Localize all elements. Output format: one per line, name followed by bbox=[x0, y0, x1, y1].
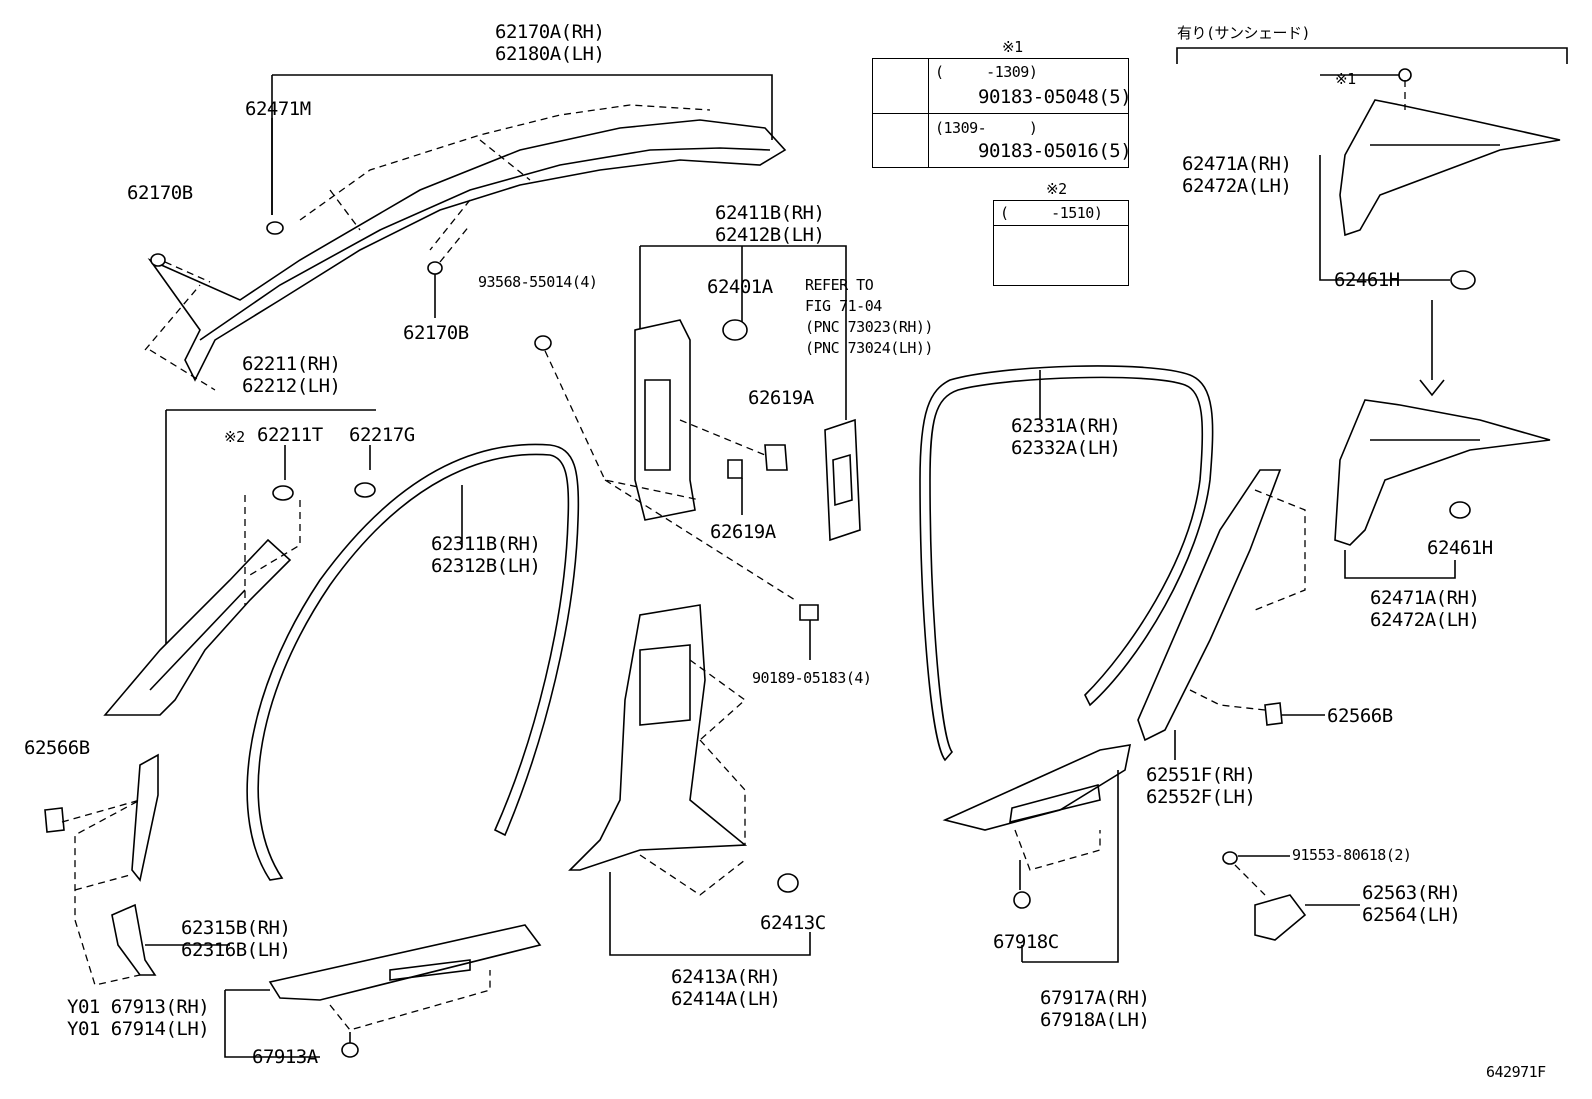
label-refer-2: FIG 71-04 bbox=[805, 297, 882, 315]
label-62413C: 62413C bbox=[760, 912, 826, 934]
label-62619A-b: 62619A bbox=[710, 521, 776, 543]
label-62461H-a: 62461H bbox=[1334, 269, 1400, 291]
label-bracket-lh: 62564(LH) bbox=[1362, 904, 1461, 926]
bracket bbox=[1222, 851, 1360, 941]
label-apillar-rh: 62211(RH) bbox=[242, 353, 341, 375]
label-roof-side-rh: 62170A(RH) bbox=[495, 21, 605, 43]
table2-row1 bbox=[994, 201, 1128, 226]
label-refer-3: (PNC 73023(RH)) bbox=[805, 318, 933, 336]
label-62461H-b: 62461H bbox=[1427, 537, 1493, 559]
c-pillar bbox=[1137, 469, 1325, 760]
label-bpillar-upper-lh: 62412B(LH) bbox=[715, 224, 825, 246]
label-67918C: 67918C bbox=[993, 931, 1059, 953]
label-weather-rear-rh: 62331A(RH) bbox=[1011, 415, 1121, 437]
table1-mark: ※1 bbox=[1002, 38, 1023, 56]
label-refer-1: REFER TO bbox=[805, 276, 874, 294]
table2-mark: ※2 bbox=[1046, 180, 1067, 198]
label-cpillar-lh: 62552F(LH) bbox=[1146, 786, 1256, 808]
label-roof-side-lh: 62180A(LH) bbox=[495, 43, 605, 65]
b-pillar-upper bbox=[534, 245, 861, 660]
quarter-trim-bottom bbox=[1334, 399, 1551, 579]
label-bpillar-upper-rh: 62411B(RH) bbox=[715, 202, 825, 224]
label-62566B-b: 62566B bbox=[1327, 705, 1393, 727]
label-62211T: 62211T bbox=[257, 424, 323, 446]
table2-row1-range: ( -1510) bbox=[1000, 204, 1103, 222]
label-62471M: 62471M bbox=[245, 98, 311, 120]
table1-row2-part: 90183-05016(5) bbox=[978, 140, 1132, 162]
label-62170B-b: 62170B bbox=[403, 322, 469, 344]
diagram-id: 642971F bbox=[1486, 1063, 1546, 1081]
table1-row1-part: 90183-05048(5) bbox=[978, 86, 1132, 108]
label-bpillar-lower-rh: 62413A(RH) bbox=[671, 966, 781, 988]
clip-icon-cell bbox=[873, 59, 929, 114]
b-pillar-lower bbox=[568, 604, 811, 956]
label-quarter-top-lh: 62472A(LH) bbox=[1182, 175, 1292, 197]
label-weather-rear-lh: 62332A(LH) bbox=[1011, 437, 1121, 459]
label-quarter-top-rh: 62471A(RH) bbox=[1182, 153, 1292, 175]
label-bpillar-lower-lh: 62414A(LH) bbox=[671, 988, 781, 1010]
label-62170B-a: 62170B bbox=[127, 182, 193, 204]
label-quarter-bottom-lh: 62472A(LH) bbox=[1370, 609, 1480, 631]
cowl-side bbox=[44, 753, 230, 986]
label-mark2: ※2 bbox=[224, 428, 245, 446]
label-weather-front-lh: 62312B(LH) bbox=[431, 555, 541, 577]
label-quarter-bottom-rh: 62471A(RH) bbox=[1370, 587, 1480, 609]
label-refer-4: (PNC 73024(LH)) bbox=[805, 339, 933, 357]
label-bracket-rh: 62563(RH) bbox=[1362, 882, 1461, 904]
label-62401A: 62401A bbox=[707, 276, 773, 298]
label-scuff-rear-lh: 67918A(LH) bbox=[1040, 1009, 1150, 1031]
quarter-trim-top bbox=[1176, 47, 1568, 397]
label-scuff-front-rh: Y01 67913(RH) bbox=[67, 996, 210, 1018]
front-weatherstrip bbox=[246, 443, 580, 881]
table1-row1 bbox=[928, 59, 1128, 114]
label-90189: 90189-05183(4) bbox=[752, 669, 872, 687]
roof-side-garnish bbox=[144, 74, 787, 391]
label-62619A-a: 62619A bbox=[748, 387, 814, 409]
front-scuff-plate bbox=[224, 924, 542, 1058]
label-mark1: ※1 bbox=[1335, 70, 1356, 88]
table1-row2-range: (1309- ) bbox=[935, 119, 1038, 137]
label-apillar-lh: 62212(LH) bbox=[242, 375, 341, 397]
label-62566B-a: 62566B bbox=[24, 737, 90, 759]
rear-weatherstrip bbox=[919, 365, 1214, 762]
label-weather-front-rh: 62311B(RH) bbox=[431, 533, 541, 555]
sunshade-note: 有り(サンシェード) bbox=[1177, 24, 1311, 42]
label-93568: 93568-55014(4) bbox=[478, 273, 598, 291]
label-scuff-front-lh: Y01 67914(LH) bbox=[67, 1018, 210, 1040]
label-67913A: 67913A bbox=[252, 1046, 318, 1068]
clip-icon-cell bbox=[873, 113, 929, 167]
fastener-table-1: ( -1309) 90183-05048(5) (1309- ) 90183-0… bbox=[872, 58, 1132, 168]
label-cowl-rh: 62315B(RH) bbox=[181, 917, 291, 939]
fastener-table-2: ( -1510) bbox=[993, 200, 1129, 286]
rear-scuff-plate bbox=[942, 744, 1132, 963]
label-91553: 91553-80618(2) bbox=[1292, 846, 1412, 864]
table1-row1-range: ( -1309) bbox=[935, 63, 1038, 81]
label-62217G: 62217G bbox=[349, 424, 415, 446]
label-cpillar-rh: 62551F(RH) bbox=[1146, 764, 1256, 786]
label-cowl-lh: 62316B(LH) bbox=[181, 939, 291, 961]
label-scuff-rear-rh: 67917A(RH) bbox=[1040, 987, 1150, 1009]
a-pillar-garnish bbox=[103, 409, 376, 716]
